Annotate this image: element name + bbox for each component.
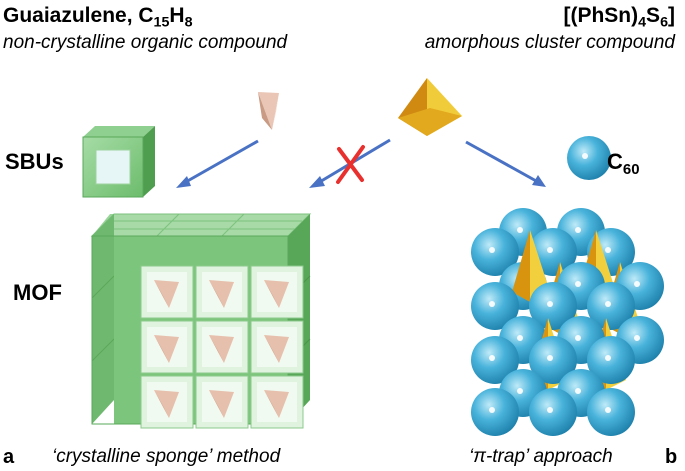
sphere-highlight [575,335,581,341]
guest-tetrahedron [264,390,289,418]
sphere-highlight [489,407,495,413]
c60-label: C60 [607,149,640,178]
guest-tetrahedron [154,335,179,363]
c60-molecule [587,282,635,330]
sphere-highlight [575,281,581,287]
sphere-highlight [547,355,553,361]
sphere-highlight [634,335,640,341]
mof-pore-cell [250,320,304,374]
mof-pore-cell [140,265,194,319]
guest-tetrahedron [154,390,179,418]
c60-molecule [529,388,577,436]
panel-letter-b: b [665,446,678,468]
c60-molecule [471,336,519,384]
guest-tetrahedron [264,280,289,308]
panel-letter-a: a [3,446,15,468]
c60-molecule [471,282,519,330]
mof-pore-cell [195,320,249,374]
mof-pore-cell [195,375,249,429]
sbus-label: SBUs [5,149,64,174]
sphere-highlight [547,407,553,413]
mof-label: MOF [13,280,62,305]
guest-tetrahedron [154,280,179,308]
guaiazulene-title: Guaiazulene, C15H8 [3,4,193,31]
arrow-to-c60 [465,140,546,187]
guest-tetrahedron [264,335,289,363]
mof-pore-cell [250,265,304,319]
pi-trap-cocrystal-icon [471,208,664,436]
guest-tetrahedron [209,280,234,308]
sphere-highlight [605,407,611,413]
c60-molecule [587,388,635,436]
c60-molecule [529,228,577,276]
guest-tetrahedron [209,390,234,418]
sphere-highlight [489,301,495,307]
mof-pore-cell [195,265,249,319]
crystalline-sponge-caption: ‘crystalline sponge’ method [52,446,281,467]
sphere-highlight [547,247,553,253]
sphere-highlight [489,355,495,361]
sphere-highlight [517,388,523,394]
guaiazulene-subtitle: non-crystalline organic compound [3,32,288,53]
sphere-highlight [605,301,611,307]
sphere-highlight [517,227,523,233]
sphere-highlight [634,281,640,287]
sn-cluster-tetrahedron-icon [398,78,462,136]
guest-tetrahedron [209,335,234,363]
sphere-highlight [489,247,495,253]
c60-molecule [529,282,577,330]
mof-pore-cell [140,375,194,429]
sphere-highlight [605,355,611,361]
sbu-cube-icon [82,126,155,198]
mof-front-cells [140,265,304,429]
c60-molecule [471,228,519,276]
c60-molecule [587,336,635,384]
cluster-title: [(PhSn)4S6] [563,4,675,31]
arrow-to-sbus [176,139,259,188]
c60-molecule [471,388,519,436]
sn-cluster-molecule [512,230,530,302]
blocked-cross-icon [336,145,365,184]
pi-trap-caption: ‘π-trap’ approach [469,446,613,467]
mof-pore-cell [140,320,194,374]
sphere-highlight [605,247,611,253]
guaiazulene-guest-icon [258,92,279,130]
mof-pore-cell [250,375,304,429]
cluster-subtitle: amorphous cluster compound [424,32,675,53]
sphere-highlight [547,301,553,307]
sphere-highlight [575,388,581,394]
c60-molecule [529,336,577,384]
c60-sphere-icon [567,136,611,180]
sphere-highlight [575,227,581,233]
sphere-highlight [517,335,523,341]
